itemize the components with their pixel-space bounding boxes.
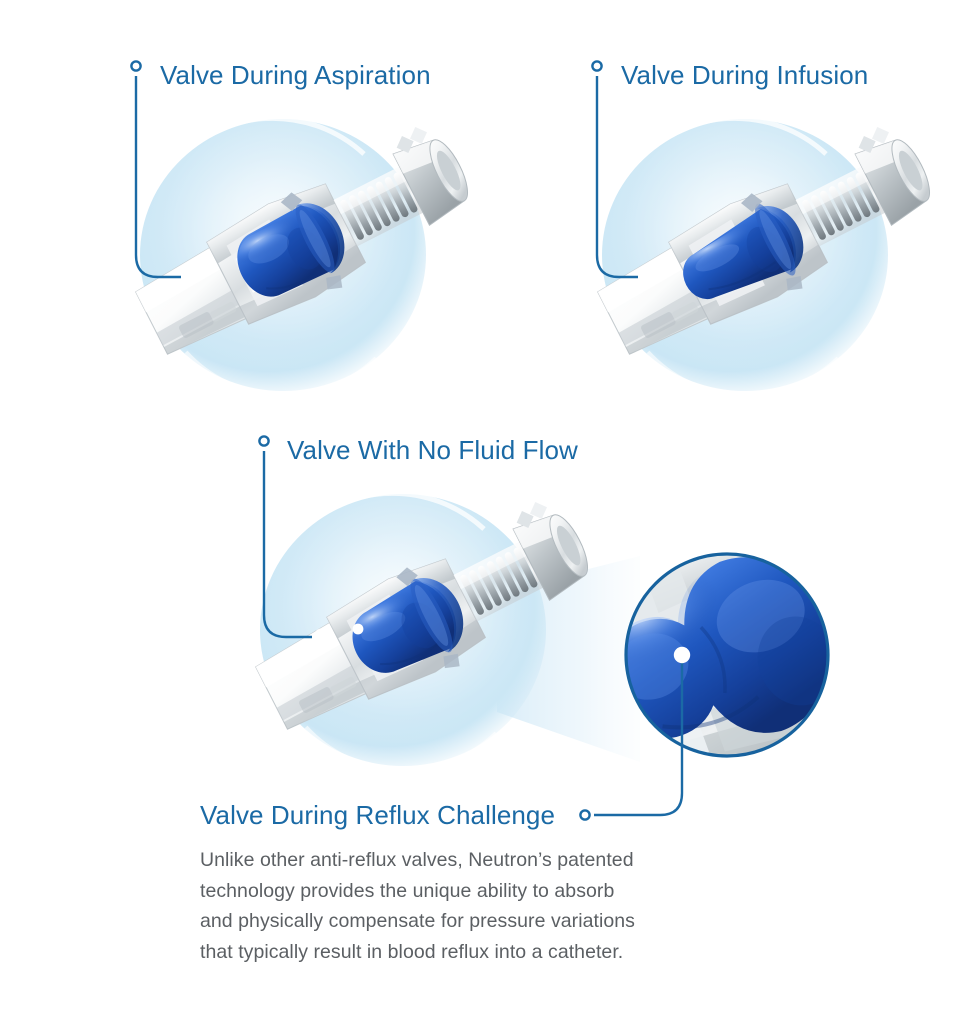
valve-illustration-infusion	[597, 115, 931, 398]
description-paragraph: Unlike other anti-reflux valves, Neutron…	[200, 845, 720, 967]
valve-illustration-no-fluid-flow	[255, 490, 589, 773]
description-line-2: technology provides the unique ability t…	[200, 879, 615, 902]
callout-connector-infusion	[595, 76, 638, 279]
valve-point-reflux	[673, 646, 691, 664]
blue-valve-element	[237, 203, 345, 297]
blue-valve-element	[683, 203, 804, 300]
magnifier-beam	[497, 556, 640, 762]
callout-marker-aspiration	[130, 60, 142, 72]
spring	[333, 166, 424, 247]
panel-title-aspiration: Valve During Aspiration	[160, 60, 431, 90]
magnified-detail-circle	[624, 552, 830, 758]
valve-point-infusion	[639, 268, 657, 286]
blue-valve-element-bulged	[626, 557, 828, 739]
callout-marker-reflux	[579, 809, 591, 821]
blue-valve-element	[352, 577, 464, 673]
callout-marker-no-fluid-flow	[258, 435, 270, 447]
valve-point-no-fluid-flow-b	[352, 623, 364, 635]
spring	[453, 541, 544, 622]
panel-title-reflux-challenge: Valve During Reflux Challenge	[200, 800, 556, 830]
description-line-1: Unlike other anti-reflux valves, Neutron…	[200, 849, 634, 871]
valve-illustration-aspiration	[135, 115, 469, 398]
valve-point-no-fluid-flow-a	[313, 628, 331, 646]
panel-title-no-fluid-flow: Valve With No Fluid Flow	[287, 435, 578, 465]
callout-connector-no-fluid-flow	[262, 451, 312, 639]
valve-point-aspiration	[181, 268, 199, 286]
panel-title-infusion: Valve During Infusion	[621, 60, 869, 90]
description-line-4: that typically result in blood reflux in…	[200, 940, 624, 963]
callout-connector-reflux	[594, 690, 684, 817]
description-line-3: and physically compensate for pressure v…	[200, 910, 635, 932]
callout-connector-aspiration	[134, 76, 181, 279]
callout-marker-infusion	[591, 60, 603, 72]
spring	[795, 166, 886, 247]
